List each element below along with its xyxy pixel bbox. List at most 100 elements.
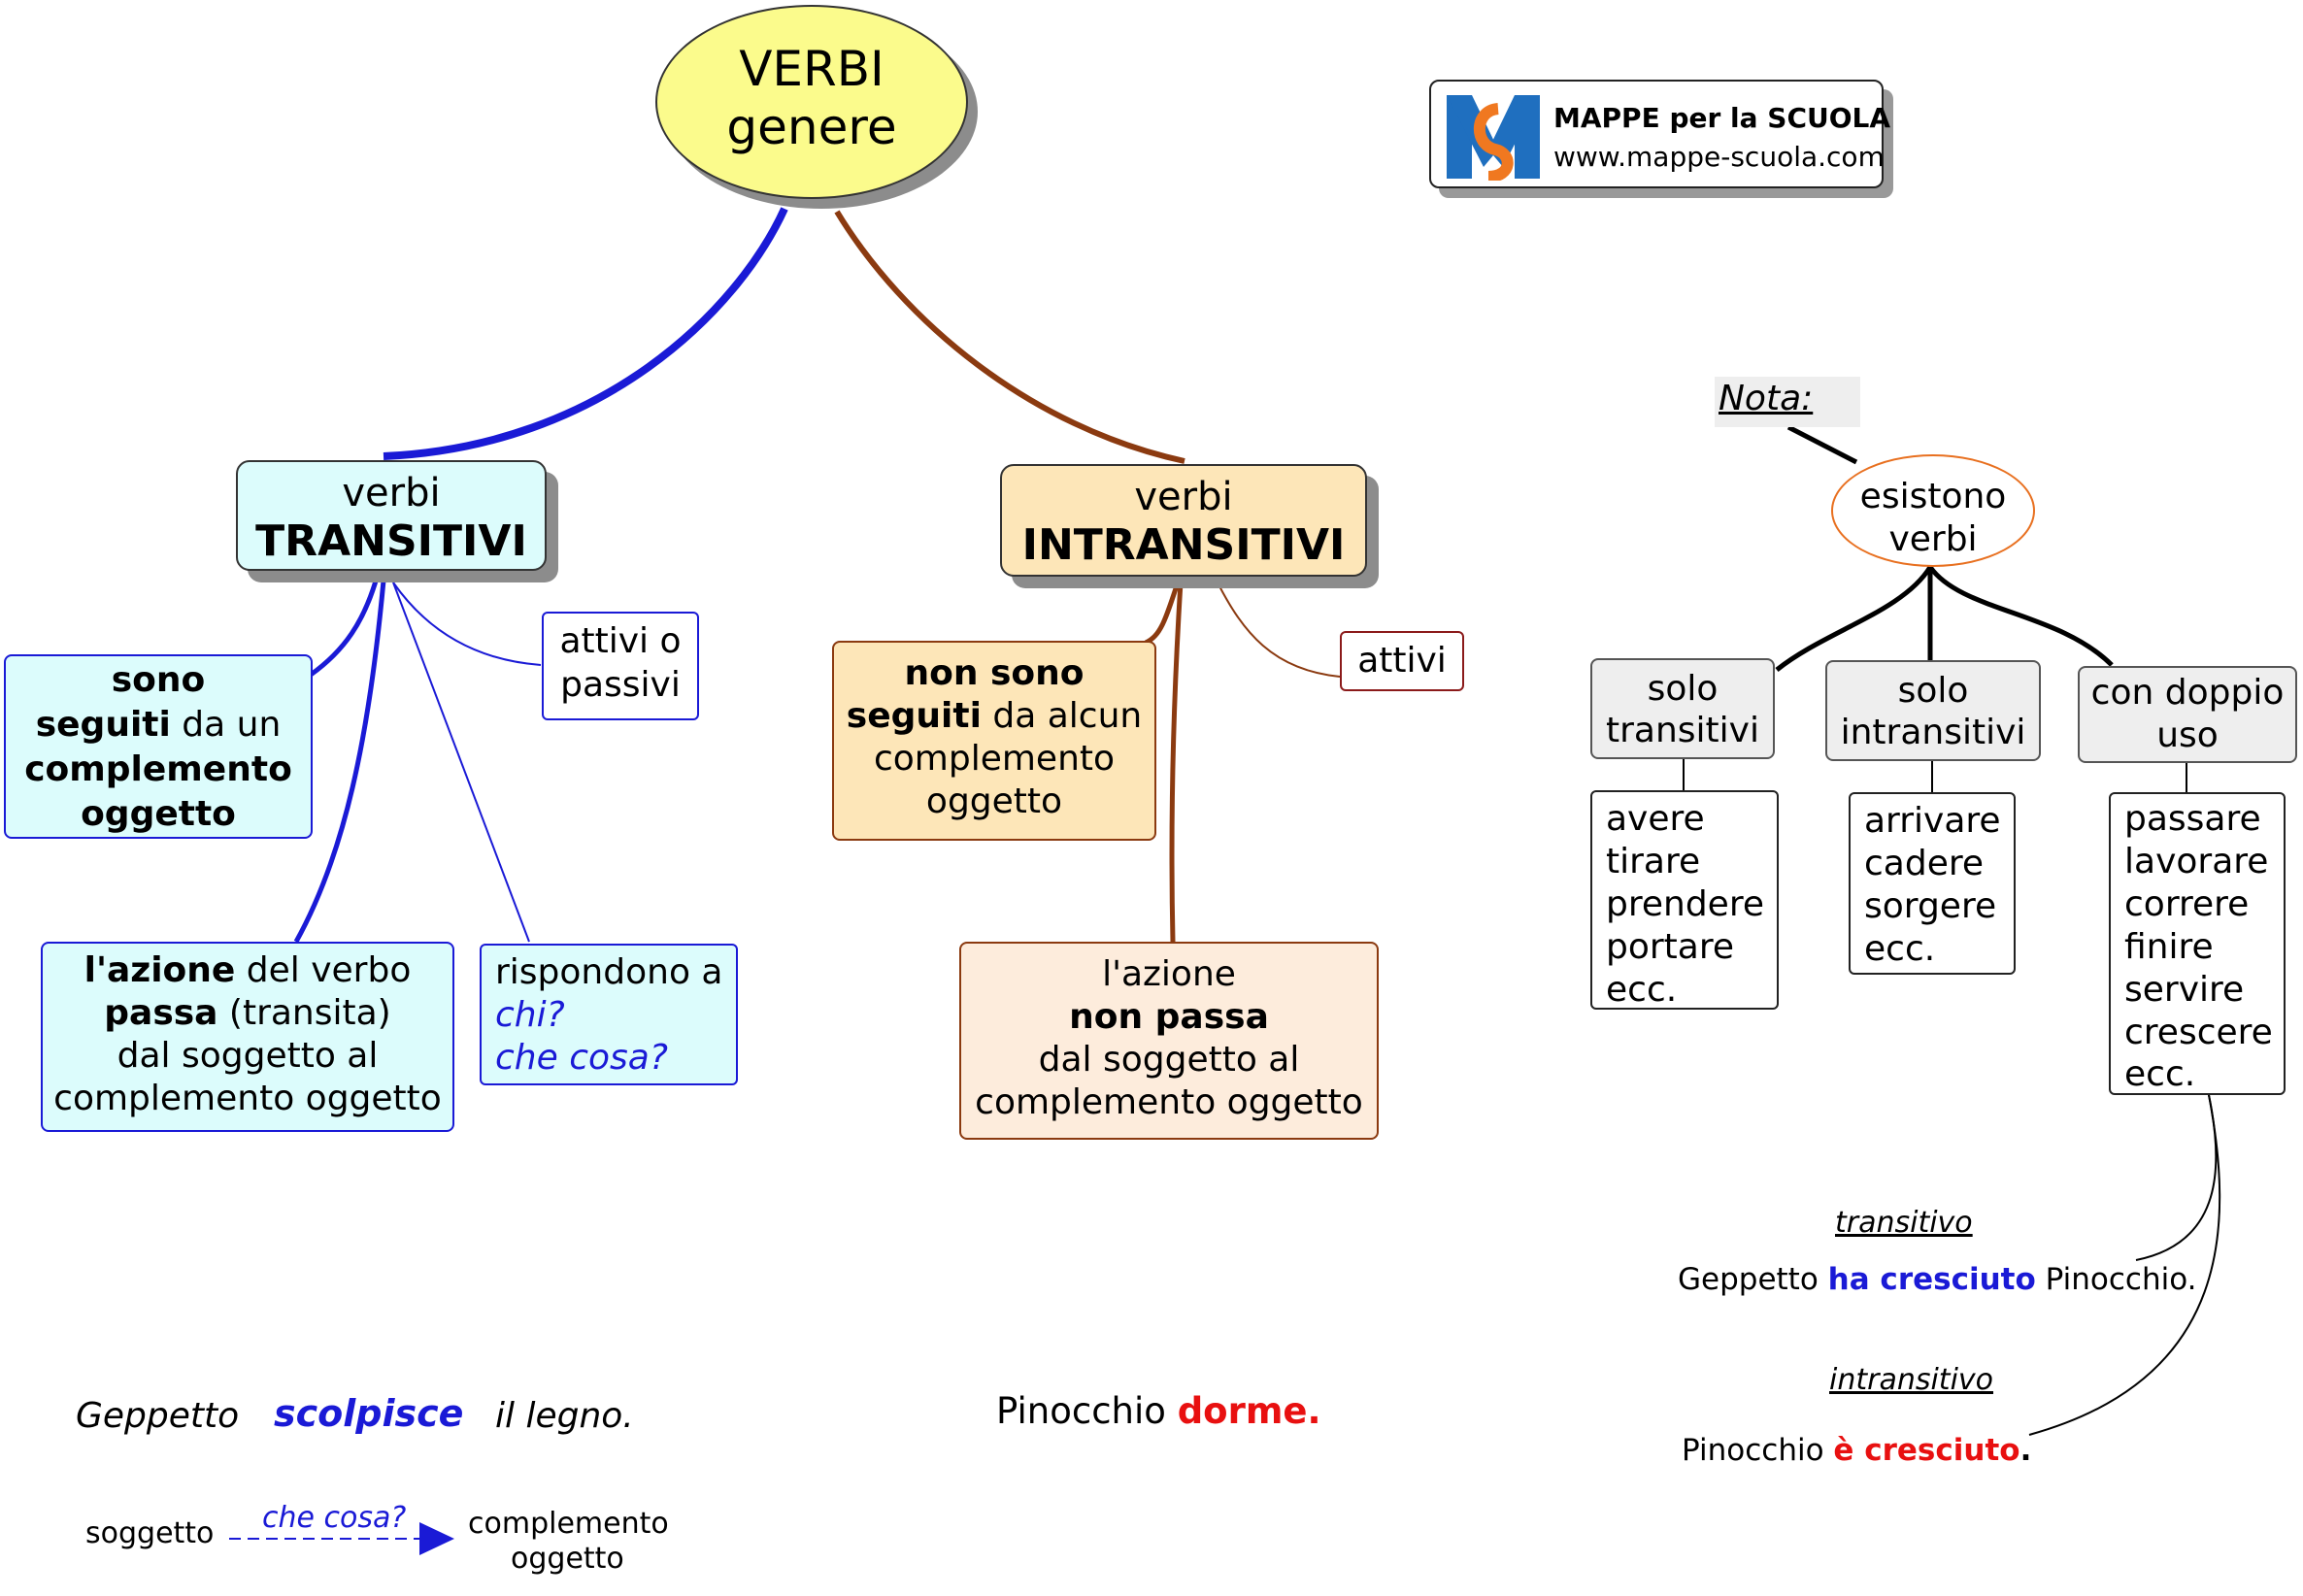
intrans-s1: Pinocchio	[1682, 1433, 1834, 1468]
intransitivi-header: verbi INTRANSITIVI	[1000, 464, 1367, 577]
azione-t2: (transita)	[217, 992, 391, 1033]
doppio-uso-header: con doppio uso	[2078, 666, 2297, 763]
list-item: cadere	[1864, 843, 1985, 883]
intrans-s2: .	[2019, 1433, 2032, 1468]
solo-intransitivi-header: solo intransitivi	[1825, 660, 2041, 761]
example-che-cosa: che cosa?	[262, 1501, 407, 1535]
nota-center-ellipse: esistono verbi	[1831, 454, 2035, 567]
list-item: prendere	[1606, 883, 1764, 924]
azione-t1: del verbo	[235, 950, 412, 990]
trans-to-sono-line	[309, 577, 380, 678]
trans-s2: Pinocchio.	[2035, 1262, 2197, 1297]
doppio-uso-title: con doppio uso	[2090, 673, 2285, 755]
root-to-transitivi-line	[383, 207, 788, 460]
intr-azione-b1: non passa	[1069, 996, 1269, 1037]
rispondono-che-cosa: che cosa?	[495, 1037, 668, 1078]
transitivi-header-bold: TRANSITIVI	[255, 516, 527, 566]
logo-url: www.mappe-scuola.com	[1553, 141, 1885, 173]
transitivi-rispondono: rispondono a chi? che cosa?	[480, 944, 738, 1085]
intransitivi-header-top: verbi	[1134, 475, 1233, 519]
intrans-to-nonsono-line	[1144, 582, 1181, 646]
example-geppetto: Geppetto	[76, 1396, 240, 1436]
list-item: finire	[2124, 926, 2214, 967]
azione-b1: l'azione	[83, 950, 236, 990]
trans-to-attivi-line	[392, 582, 542, 666]
rispondono-text: rispondono a	[495, 952, 723, 992]
example-pinocchio: Pinocchio	[996, 1390, 1178, 1432]
azione-t3: dal soggetto al	[117, 1035, 379, 1076]
transitivo-label: transitivo	[1835, 1206, 1973, 1240]
list-item: passare	[2124, 799, 2261, 839]
example-soggetto: soggetto	[85, 1516, 215, 1550]
intr-azione-t1: l'azione	[1102, 954, 1236, 994]
intransitivo-label: intransitivo	[1829, 1363, 1994, 1397]
trans-verb: ha cresciuto	[1827, 1262, 2036, 1297]
rispondono-chi: chi?	[495, 994, 565, 1035]
solo-transitivi-list: avere tirare prendere portare ecc.	[1590, 790, 1779, 1010]
list-item: arrivare	[1864, 801, 2001, 841]
example-scolpisce: scolpisce	[274, 1392, 464, 1435]
example-complemento: complemento	[468, 1507, 669, 1541]
trans-s1: Geppetto	[1678, 1262, 1828, 1297]
nonsono-t3: oggetto	[925, 781, 1063, 821]
solo-intransitivi-list: arrivare cadere sorgere ecc.	[1849, 792, 2016, 975]
list-item: lavorare	[2124, 841, 2269, 881]
nota-label-text: Nota:	[1719, 379, 1814, 418]
intrans-to-attivi-line	[1218, 583, 1341, 678]
nota-to-center-line	[1786, 424, 1858, 465]
logo-title: MAPPE per la SCUOLA	[1553, 102, 1891, 134]
example-pinocchio-dorme: Pinocchio dorme.	[996, 1390, 1321, 1432]
nonsono-t1: da alcun	[981, 695, 1143, 736]
sono-b4: oggetto	[81, 794, 236, 835]
list-item: tirare	[1606, 841, 1701, 881]
logo-mark-icon	[1445, 91, 1542, 183]
intransitivo-sentence: Pinocchio è cresciuto.	[1682, 1433, 2031, 1468]
root-node: VERBI genere	[655, 5, 968, 199]
list-item: correre	[2124, 883, 2250, 924]
transitivi-azione-passa: l'azione del verbo passa (transita) dal …	[41, 942, 454, 1132]
transitivi-attivi-passivi: attivi o passivi	[542, 612, 699, 720]
solo-transitivi-header: solo transitivi	[1590, 658, 1775, 759]
list-item: sorgere	[1864, 885, 1997, 926]
example-legno: il legno.	[495, 1396, 634, 1436]
list-item: portare	[1606, 926, 1735, 967]
nota-center-text: esistono verbi	[1859, 477, 2007, 559]
doppio-to-intransitivo-line	[2028, 1094, 2221, 1436]
root-to-intransitivi-line	[834, 210, 1185, 464]
list-item: ecc.	[2124, 1054, 2196, 1095]
intransitivi-attivi-text: attivi	[1357, 641, 1447, 681]
intr-azione-t3: complemento oggetto	[975, 1081, 1363, 1122]
sono-t1: da un	[170, 705, 282, 746]
sono-b3: complemento	[24, 749, 292, 790]
nota-label: Nota:	[1715, 377, 1860, 427]
azione-t4: complemento oggetto	[53, 1078, 442, 1118]
transitivi-sono-seguiti: sono seguiti da un complemento oggetto	[4, 654, 313, 839]
solo-intransitivi-title: solo intransitivi	[1840, 671, 2026, 753]
intransitivi-attivi: attivi	[1340, 631, 1464, 691]
intrans-verb: è cresciuto	[1833, 1433, 2020, 1468]
intransitivi-header-bold: INTRANSITIVI	[1021, 520, 1346, 570]
list-item: ecc.	[1864, 928, 1936, 969]
azione-b2: passa	[104, 992, 218, 1033]
list-item: ecc.	[1606, 969, 1678, 1010]
attivi-passivi-text: attivi o passivi	[559, 621, 682, 705]
example-dorme: dorme.	[1177, 1390, 1321, 1432]
transitivi-header-top: verbi	[342, 471, 441, 515]
center-to-doppio-line	[1927, 565, 2114, 667]
trans-to-azione-line	[293, 580, 386, 944]
list-item: avere	[1606, 799, 1705, 839]
sono-b2: seguiti	[35, 705, 171, 746]
intransitivi-azione: l'azione non passa dal soggetto al compl…	[959, 942, 1379, 1140]
intransitivi-non-sono: non sono seguiti da alcun complemento og…	[832, 641, 1156, 841]
doppio-uso-list: passare lavorare correre finire servire …	[2109, 792, 2286, 1095]
root-subtitle: genere	[726, 99, 897, 155]
example-oggetto: oggetto	[511, 1542, 624, 1576]
doppio-to-transitivo-line	[2135, 1094, 2218, 1261]
trans-to-rispondono-line	[392, 582, 530, 943]
nonsono-t2: complemento	[873, 738, 1116, 779]
intrans-to-azione-line	[1169, 582, 1184, 943]
logo-box: MAPPE per la SCUOLA www.mappe-scuola.com	[1429, 80, 1890, 188]
sono-b1: sono	[111, 660, 206, 700]
list-item: crescere	[2124, 1012, 2273, 1052]
